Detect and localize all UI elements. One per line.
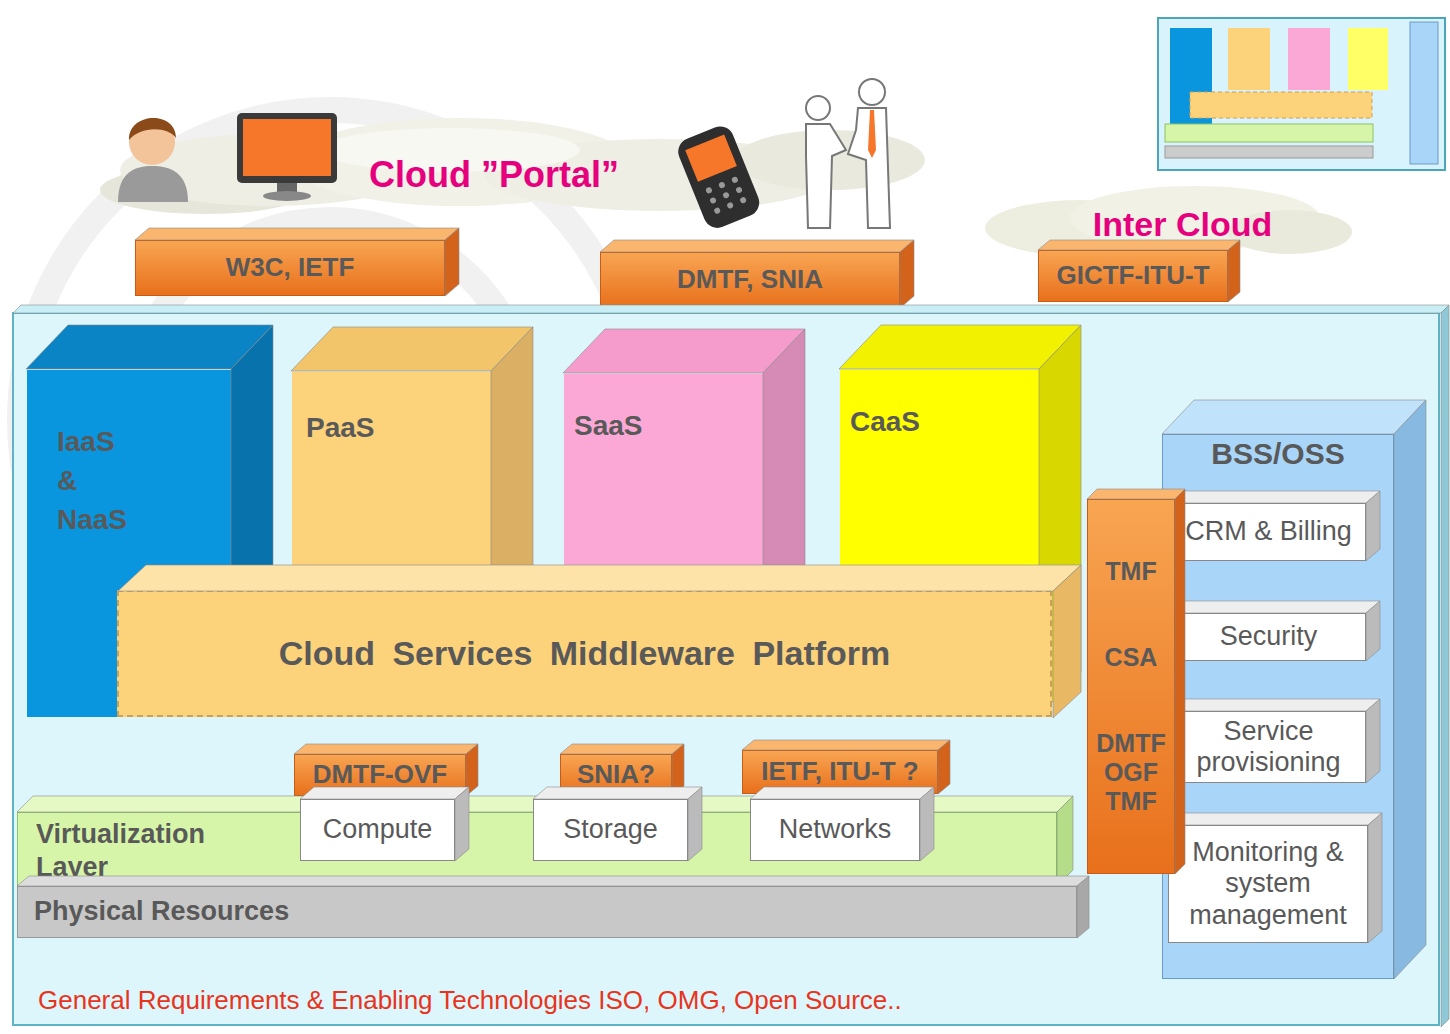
top-face xyxy=(118,565,1081,591)
side-face xyxy=(445,228,459,296)
top-face xyxy=(300,787,469,799)
side-face xyxy=(1053,565,1081,718)
management-standards-bar: TMF CSA DMTF OGF TMF xyxy=(1087,499,1175,874)
node-label: PaaS xyxy=(306,412,375,444)
standards-tag: W3C, IETF xyxy=(135,240,445,296)
top-face xyxy=(1171,601,1380,613)
bss-function-box: Service provisioning xyxy=(1171,711,1366,783)
node-label: General Requirements & Enabling Technolo… xyxy=(38,986,902,1016)
bss-function-box: Security xyxy=(1171,613,1366,661)
side-face xyxy=(1228,240,1240,302)
physical-resources: Physical Resources xyxy=(17,886,1077,938)
node-label: DMTF-OVF xyxy=(313,760,447,790)
top-face xyxy=(135,228,459,240)
monitor-icon xyxy=(237,113,337,201)
side-face xyxy=(938,740,950,794)
side-face xyxy=(1441,305,1449,1027)
node-label: DMTF, SNIA xyxy=(677,265,823,295)
node-label: Compute xyxy=(323,814,433,845)
side-face xyxy=(688,787,702,861)
top-face xyxy=(600,240,914,252)
top-face xyxy=(1171,699,1380,711)
top-face xyxy=(1038,240,1240,250)
node-label: IETF, ITU-T ? xyxy=(761,757,918,787)
node-label: Inter Cloud xyxy=(1093,205,1272,244)
top-face xyxy=(26,325,273,369)
side-face xyxy=(455,787,469,861)
node-label: SaaS xyxy=(574,410,643,442)
resource-box: Compute xyxy=(300,799,455,861)
node-label: Service provisioning xyxy=(1176,716,1361,778)
top-face xyxy=(742,740,950,750)
node-label: W3C, IETF xyxy=(226,253,355,283)
bss-oss-column: BSS/OSS CRM & BillingSecurityService prov… xyxy=(1162,434,1394,979)
top-face xyxy=(291,327,533,371)
phone-icon xyxy=(674,122,763,232)
node-label: Security xyxy=(1220,621,1318,652)
side-face xyxy=(1175,489,1185,874)
standards-tag: GICTF-ITU-T xyxy=(1038,250,1228,302)
node-sublabel: DMTF OGF TMF xyxy=(1092,729,1170,815)
portal-cloud xyxy=(100,118,925,214)
top-face xyxy=(1162,400,1426,434)
resource-box: Networks xyxy=(750,799,920,861)
top-face xyxy=(563,329,805,373)
top-face xyxy=(13,305,1449,313)
side-face xyxy=(1368,813,1382,943)
handshake-figures xyxy=(806,79,890,228)
side-face xyxy=(1077,876,1089,938)
top-face xyxy=(1171,491,1380,503)
node-label: Physical Resources xyxy=(34,896,289,927)
node-label: Storage xyxy=(563,814,658,845)
user-icon xyxy=(118,118,188,202)
node-label: Virtualization Layer xyxy=(36,818,256,883)
side-face xyxy=(920,787,934,861)
node-label: Cloud Services Middleware Platform xyxy=(279,634,891,673)
top-face xyxy=(294,744,478,754)
node-label: Cloud ”Portal” xyxy=(369,154,619,195)
node-sublabel: CSA xyxy=(1105,643,1158,672)
top-face xyxy=(533,787,702,799)
top-face xyxy=(839,325,1081,369)
node-label: TMF xyxy=(1105,557,1156,586)
top-face xyxy=(560,744,684,754)
side-face xyxy=(1057,796,1073,886)
top-face xyxy=(750,787,934,799)
side-face xyxy=(1366,491,1380,561)
node-label: CRM & Billing xyxy=(1185,516,1352,547)
bss-function-box: CRM & Billing xyxy=(1171,503,1366,561)
node-label: GICTF-ITU-T xyxy=(1056,261,1209,291)
node-label: SNIA? xyxy=(577,760,655,790)
side-face xyxy=(1366,699,1380,783)
cloud-portal: Cloud ”Portal” xyxy=(355,145,685,205)
bss-function-box: Monitoring & system management xyxy=(1168,825,1368,943)
node-label: Networks xyxy=(779,814,892,845)
node-label: IaaS & NaaS xyxy=(57,422,137,540)
side-face xyxy=(1394,400,1426,979)
standards-tag: DMTF, SNIA xyxy=(600,252,900,308)
side-face xyxy=(900,240,914,308)
top-face xyxy=(1168,813,1382,825)
mini-architecture-icon xyxy=(1158,18,1445,170)
node-label: Monitoring & system management xyxy=(1173,837,1363,930)
top-face xyxy=(1087,489,1185,499)
node-label: CaaS xyxy=(850,406,920,438)
node-label: BSS/OSS xyxy=(1211,437,1344,472)
middleware-platform: Cloud Services Middleware Platform xyxy=(117,590,1052,717)
box-depth-faces xyxy=(1087,489,1185,874)
inter-cloud xyxy=(985,186,1352,256)
resource-box: Storage xyxy=(533,799,688,861)
virtualization-layer: Virtualization Layer Compute Storage Networ… xyxy=(17,812,1057,886)
side-face xyxy=(1366,601,1380,661)
main-panel: General Requirements & Enabling Technolo… xyxy=(12,312,1440,1026)
top-face xyxy=(17,876,1089,886)
